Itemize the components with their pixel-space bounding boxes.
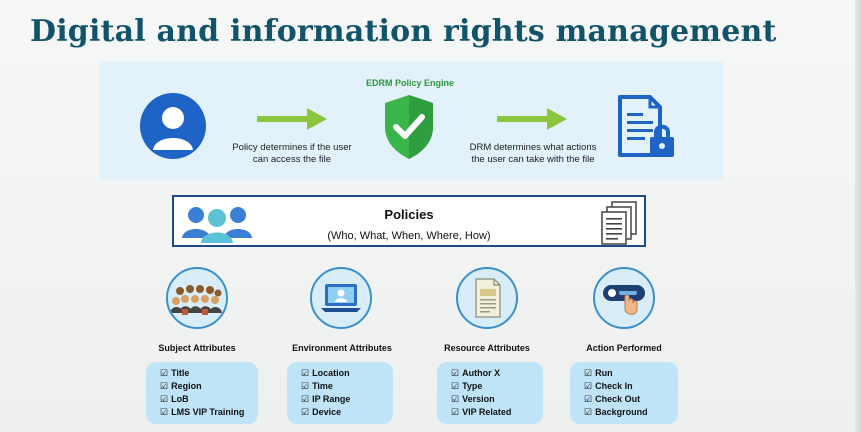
- checkbox-icon: ☑: [301, 407, 310, 417]
- list-item: ☑Run: [584, 367, 678, 380]
- policies-subtitle: (Who, What, When, Where, How): [327, 230, 491, 242]
- arrow-right-icon: [497, 108, 567, 130]
- item-label: LoB: [171, 394, 189, 404]
- hand-click-icon: [603, 285, 645, 315]
- list-item: ☑Time: [301, 380, 393, 393]
- list-item: ☑Location: [301, 367, 393, 380]
- item-label: LMS VIP Training: [171, 407, 245, 417]
- checkbox-icon: ☑: [160, 394, 169, 404]
- action-performed-title: Action Performed: [586, 343, 662, 353]
- list-item: ☑Region: [160, 380, 258, 393]
- checkbox-icon: ☑: [584, 394, 593, 404]
- resource-attributes-list: ☑Author X ☑Type ☑Version ☑VIP Related: [437, 362, 543, 424]
- list-item: ☑Check In: [584, 380, 678, 393]
- checkbox-icon: ☑: [160, 368, 169, 378]
- checkbox-icon: ☑: [451, 381, 460, 391]
- policies-title: Policies: [384, 207, 434, 222]
- engine-label: EDRM Policy Engine: [365, 78, 454, 88]
- item-label: Title: [171, 368, 190, 378]
- list-item: ☑Background: [584, 406, 678, 419]
- item-label: Location: [312, 368, 350, 378]
- item-label: Version: [462, 394, 495, 404]
- access-caption-line2: can access the file: [252, 154, 332, 165]
- item-label: IP Range: [312, 394, 351, 404]
- shield-check-icon: [385, 95, 433, 159]
- checkbox-icon: ☑: [301, 381, 310, 391]
- action-performed-list: ☑Run ☑Check In ☑Check Out ☑Background: [570, 362, 678, 424]
- checkbox-icon: ☑: [584, 381, 593, 391]
- list-item: ☑Check Out: [584, 393, 678, 406]
- user-icon: [140, 93, 206, 159]
- item-label: Background: [595, 407, 648, 417]
- locked-document-icon: [618, 95, 674, 157]
- action-performed-circle: [593, 267, 655, 329]
- arrow-right-icon: [257, 108, 327, 130]
- item-label: Run: [595, 368, 613, 378]
- drm-caption-line2: the user can take with the file: [471, 154, 595, 165]
- document-icon: [475, 278, 501, 318]
- item-label: Type: [462, 381, 483, 391]
- access-caption-line1: Policy determines if the user: [232, 142, 352, 153]
- item-label: Device: [312, 407, 342, 417]
- item-label: Region: [171, 381, 202, 391]
- users-group-icon: [182, 207, 252, 243]
- page-title: Digital and information rights managemen…: [30, 14, 777, 49]
- item-label: Time: [312, 381, 333, 391]
- list-item: ☑Device: [301, 406, 393, 419]
- checkbox-icon: ☑: [451, 368, 460, 378]
- subject-attributes-list: ☑Title ☑Region ☑LoB ☑LMS VIP Training: [146, 362, 258, 424]
- environment-attributes-title: Environment Attributes: [292, 343, 392, 353]
- checkbox-icon: ☑: [160, 381, 169, 391]
- environment-attributes-list: ☑Location ☑Time ☑IP Range ☑Device: [287, 362, 393, 424]
- list-item: ☑VIP Related: [451, 406, 543, 419]
- resource-attributes-circle: [456, 267, 518, 329]
- item-label: Check Out: [595, 394, 641, 404]
- item-label: VIP Related: [462, 407, 512, 417]
- item-label: Check In: [595, 381, 633, 391]
- edge-strip: [855, 0, 861, 432]
- list-item: ☑Author X: [451, 367, 543, 380]
- environment-attributes-circle: [310, 267, 372, 329]
- list-item: ☑IP Range: [301, 393, 393, 406]
- drm-caption-line1: DRM determines what actions: [469, 142, 597, 153]
- checkbox-icon: ☑: [301, 394, 310, 404]
- crowd-icon: [170, 285, 222, 315]
- checkbox-icon: ☑: [451, 394, 460, 404]
- policies-box: Policies (Who, What, When, Where, How): [172, 195, 646, 247]
- item-label: Author X: [462, 368, 501, 378]
- drm-caption: DRM determines what actions the user can…: [450, 142, 616, 166]
- list-item: ☑Type: [451, 380, 543, 393]
- documents-icon: [601, 201, 637, 245]
- subject-attributes-title: Subject Attributes: [158, 343, 236, 353]
- resource-attributes-title: Resource Attributes: [444, 343, 530, 353]
- checkbox-icon: ☑: [301, 368, 310, 378]
- checkbox-icon: ☑: [160, 407, 169, 417]
- checkbox-icon: ☑: [584, 407, 593, 417]
- subject-attributes-circle: [166, 267, 228, 329]
- list-item: ☑LMS VIP Training: [160, 406, 258, 419]
- access-caption: Policy determines if the user can access…: [214, 142, 370, 166]
- laptop-user-icon: [321, 284, 361, 312]
- list-item: ☑Version: [451, 393, 543, 406]
- list-item: ☑Title: [160, 367, 258, 380]
- checkbox-icon: ☑: [584, 368, 593, 378]
- checkbox-icon: ☑: [451, 407, 460, 417]
- list-item: ☑LoB: [160, 393, 258, 406]
